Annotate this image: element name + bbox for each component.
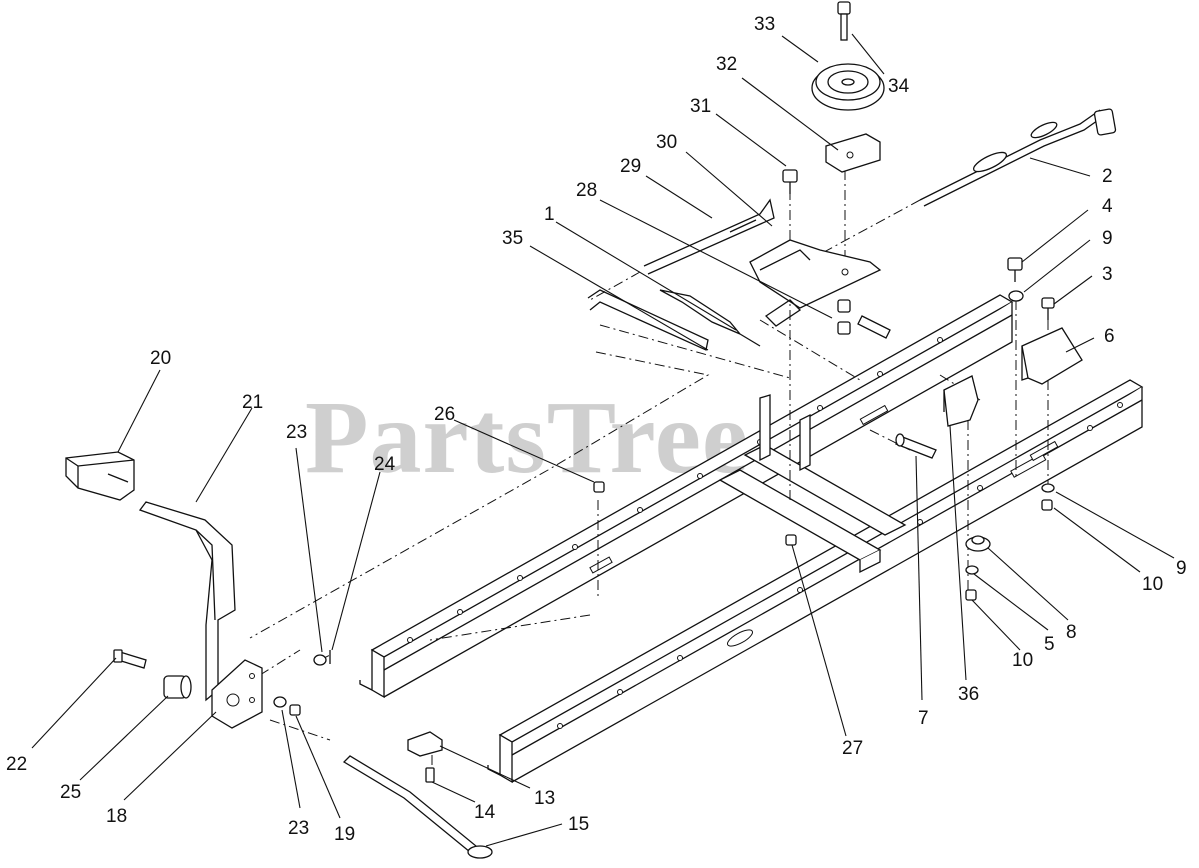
small-bolt bbox=[1041, 297, 1055, 320]
callout-24: 24 bbox=[374, 454, 396, 475]
idler-pulley bbox=[811, 63, 885, 111]
pivot-bracket bbox=[211, 659, 263, 729]
callout-8: 8 bbox=[1066, 622, 1077, 643]
callout-30: 30 bbox=[656, 132, 677, 153]
callout-7: 7 bbox=[918, 708, 929, 729]
bolt-and-washer bbox=[1007, 257, 1024, 302]
callout-27: 27 bbox=[842, 738, 863, 759]
callout-28: 28 bbox=[576, 180, 597, 201]
pedal-pad bbox=[65, 451, 135, 501]
callout-32: 32 bbox=[716, 54, 737, 75]
pulley-bolt bbox=[837, 1, 851, 41]
spring-bracket bbox=[1021, 327, 1083, 385]
callout-23-upper: 23 bbox=[286, 422, 307, 443]
callout-1: 1 bbox=[544, 204, 555, 225]
callout-10-right: 10 bbox=[1142, 574, 1163, 595]
callout-22: 22 bbox=[6, 754, 27, 775]
bracket-bolt bbox=[782, 169, 798, 194]
brake-rod bbox=[342, 755, 493, 859]
frame-nuts bbox=[593, 481, 797, 546]
callout-2: 2 bbox=[1102, 166, 1113, 187]
frame-rail-right bbox=[487, 379, 1144, 784]
callout-4: 4 bbox=[1102, 196, 1113, 217]
callout-15: 15 bbox=[568, 814, 589, 835]
callout-14: 14 bbox=[474, 802, 496, 823]
pivot-bushing bbox=[965, 483, 1055, 601]
callout-34: 34 bbox=[888, 76, 910, 97]
callout-6: 6 bbox=[1104, 326, 1115, 347]
callout-36: 36 bbox=[958, 684, 979, 705]
callout-21: 21 bbox=[242, 392, 263, 413]
leader-lines bbox=[31, 33, 1175, 847]
callout-35: 35 bbox=[502, 228, 523, 249]
spacer-bushing bbox=[163, 675, 192, 699]
pulley-plate bbox=[825, 133, 881, 173]
callout-33: 33 bbox=[754, 14, 775, 35]
callout-19: 19 bbox=[334, 824, 355, 845]
callout-13: 13 bbox=[534, 788, 555, 809]
callout-23-lower: 23 bbox=[288, 818, 309, 839]
callout-29: 29 bbox=[620, 156, 641, 177]
frame-cross-members bbox=[718, 394, 907, 574]
callout-31: 31 bbox=[690, 96, 711, 117]
brake-link bbox=[764, 299, 802, 327]
brake-pedal-arm bbox=[138, 501, 236, 702]
callout-20: 20 bbox=[150, 348, 171, 369]
linkage-rod bbox=[643, 198, 775, 275]
callout-5: 5 bbox=[1044, 634, 1055, 655]
mount-bracket bbox=[943, 375, 979, 427]
callout-9-upper: 9 bbox=[1102, 228, 1113, 249]
callout-9-lower: 9 bbox=[1176, 558, 1187, 579]
link-nut bbox=[837, 299, 891, 339]
callout-18: 18 bbox=[106, 806, 127, 827]
callout-3: 3 bbox=[1102, 264, 1113, 285]
callout-10-left: 10 bbox=[1012, 650, 1033, 671]
extension-spring bbox=[659, 289, 761, 347]
washer-and-nut bbox=[273, 650, 331, 716]
assembly-lines bbox=[249, 170, 1049, 765]
callout-26: 26 bbox=[434, 404, 455, 425]
idler-bracket bbox=[749, 239, 882, 309]
callout-25: 25 bbox=[60, 782, 81, 803]
callout-labels: 1 2 3 4 5 6 7 8 9 9 10 10 13 14 15 18 19… bbox=[6, 14, 1187, 845]
frame-rail-left bbox=[359, 294, 1014, 699]
spring-stud bbox=[895, 433, 937, 459]
rod-clamp bbox=[407, 731, 443, 783]
tension-spring-rod bbox=[919, 108, 1117, 207]
shoulder-bolt bbox=[113, 649, 147, 669]
parking-brake-rod bbox=[587, 289, 709, 351]
